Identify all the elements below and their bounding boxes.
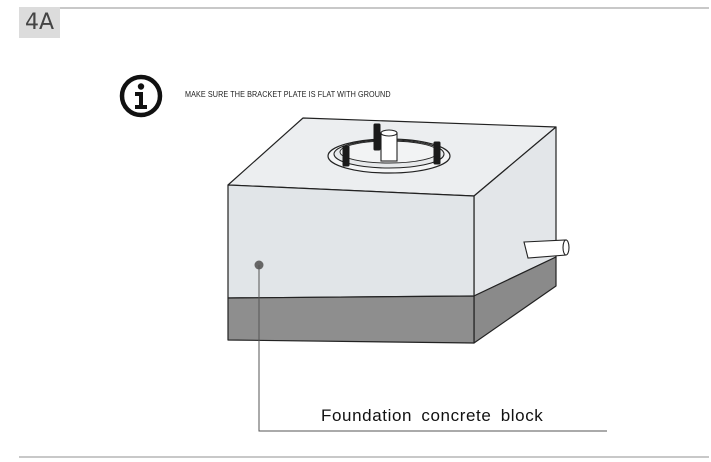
callout-label: Foundation concrete block (321, 406, 544, 425)
info-icon (119, 74, 163, 118)
note-text: MAKE SURE THE BRACKET PLATE IS FLAT WITH… (185, 89, 391, 99)
callout-leader (254, 260, 607, 432)
anchor-bolts (342, 123, 441, 167)
step-badge: 4A (19, 7, 60, 38)
conduit-pipe (523, 239, 570, 259)
figure-frame (19, 7, 709, 458)
block-front-face (227, 184, 475, 299)
block-front-base (227, 295, 475, 344)
central-pipe (380, 129, 398, 162)
